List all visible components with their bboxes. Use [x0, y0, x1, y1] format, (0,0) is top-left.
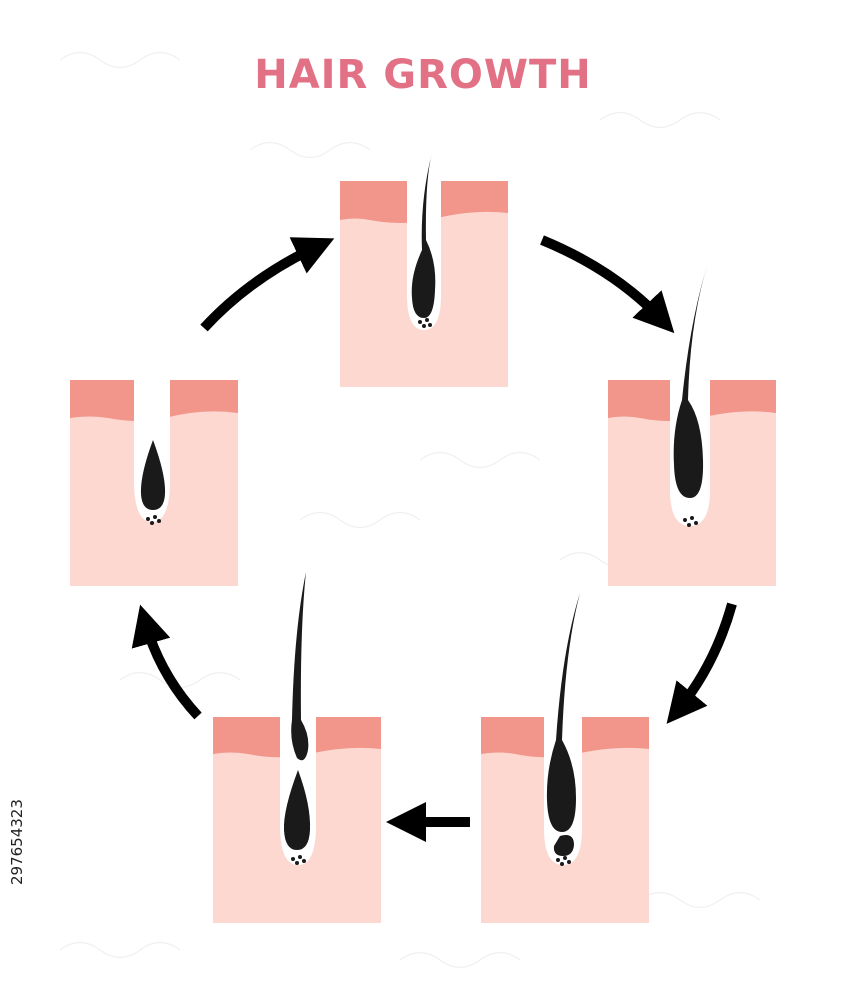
stock-image-id: 297654323 [8, 799, 26, 885]
new-hair-bulb [283, 770, 311, 850]
papilla-dots [556, 856, 571, 866]
papilla-dots [146, 515, 161, 525]
page-title: HAIR GROWTH [254, 52, 592, 98]
papilla-dots [683, 516, 698, 527]
arrow-stage5-to-stage1 [200, 237, 335, 332]
hair-shaft [673, 263, 708, 498]
papilla-dots [418, 318, 432, 328]
hair-bulb [553, 835, 574, 856]
stage-2-long-hair [608, 263, 776, 586]
arrow-stage1-to-stage2 [540, 235, 675, 334]
stage-3-hair-detaching [481, 593, 649, 923]
hair-shaft [411, 153, 436, 318]
stage-1-growing-hair [340, 153, 508, 387]
old-hair-shaft [291, 572, 309, 761]
stage-4-hair-shedding [213, 572, 381, 923]
arrow-stage2-to-stage3 [666, 602, 737, 724]
arrow-stage4-to-stage5 [131, 604, 202, 720]
stage-5-new-hair-start [70, 380, 238, 586]
hair-shaft [546, 593, 580, 832]
papilla-dots [291, 855, 306, 865]
hair-bulb [140, 440, 166, 510]
